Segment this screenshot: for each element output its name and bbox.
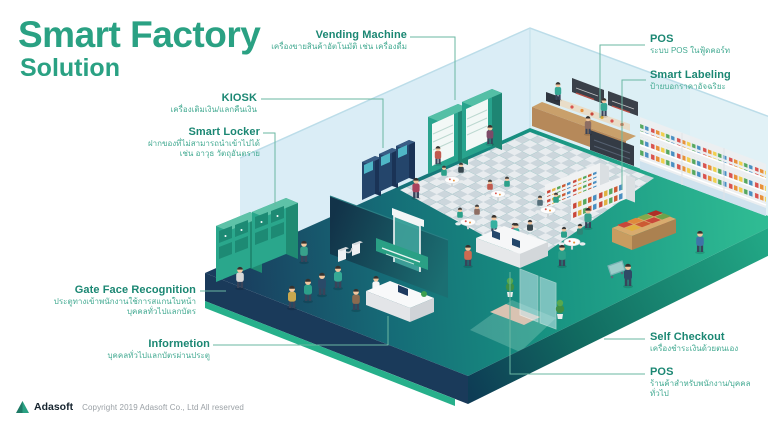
leader-pos-foodcourt [599,44,645,118]
slab-green-bevel [205,301,455,406]
callout-sub: เครื่องเติมเงิน/แลกคืนเงิน [170,105,257,115]
adasoft-logo-icon [16,401,29,413]
callout-heading: Vending Machine [315,29,407,41]
leader-informetion [213,316,389,346]
info-desk [351,238,434,322]
callout-informetion: Informetion บุคคลทั่วไปแลกบัตรผ่านประตู [107,338,210,361]
callout-sub: ประตูทางเข้าพนักงานใช้การสแกนใบหน้า [53,297,196,307]
callout-sub: ป้ายบอกราคาอัจฉริยะ [650,82,726,92]
leader-vending-machine [410,36,456,100]
callout-heading: POS [650,366,674,378]
smart-lockers [216,198,309,291]
turnstile-gate [287,241,363,311]
info-sign [376,238,428,270]
kiosk-machines [362,140,415,200]
title-main: Smart Factory [18,14,261,55]
produce-bins [607,210,676,289]
callout-sub: ร้านค้าสำหรับพนักงาน/บุคคลทั่วไป [650,379,751,398]
callout-heading: Gate Face Recognition [74,284,196,296]
glass-door [490,268,565,330]
checker-floor [400,132,654,262]
leader-kiosk [261,98,384,148]
callout-pos-foodcourt: POS ระบบ POS ในฟู้ดคอร์ท [650,33,730,56]
callout-heading: KIOSK [221,92,257,104]
callout-smart-labeling: Smart Labeling ป้ายบอกราคาอัจฉริยะ [650,69,731,92]
callout-heading: Smart Labeling [650,69,731,81]
checkout-counter [463,215,567,269]
callout-sub: เครื่องชำระเงินด้วยตนเอง [650,344,739,354]
callout-sub: เครื่องขายสินค้าอัตโนมัติ เช่น เครื่องดื… [271,42,407,52]
menu-boards [572,78,638,116]
callout-pos-shop: POS ร้านค้าสำหรับพนักงาน/บุคคลทั่วไป [650,366,768,398]
mart-shelves [639,117,767,216]
callout-sub: บุคคลทั่วไปแลกบัตรผ่านประตู [107,351,210,361]
slab-left-face [205,273,468,404]
food-counter [532,78,638,166]
callout-heading: Self Checkout [650,331,725,343]
leader-smart-labeling [621,79,646,190]
callout-smart-locker: Smart Locker ฝากของที่ไม่สามารถนำเข้าไปไ… [148,126,260,158]
callout-self-checkout: Self Checkout เครื่องชำระเงินด้วยตนเอง [650,331,738,354]
leader-lines [200,36,646,375]
callout-sub: ระบบ POS ในฟู้ดคอร์ท [650,46,731,56]
callout-kiosk: KIOSK เครื่องเติมเงิน/แลกคืนเงิน [171,92,257,115]
leader-pos-shop [509,272,645,375]
callout-sub: ฝากของที่ไม่สามารถนำเข้าไปได้ [147,139,260,149]
callout-heading: Informetion [148,338,210,350]
callout-vending-machine: Vending Machine เครื่องขายสินค้าอัตโนมัต… [271,29,407,52]
slab-right-face [468,227,768,404]
vending-machines [428,89,502,174]
leader-smart-locker [263,132,276,206]
callout-heading: POS [650,33,674,45]
shopping-cart [607,260,626,279]
callout-sub: บุคคลทั่วไปแลกบัตร [126,306,196,316]
footer-copyright: Copyright 2019 Adasoft Co., Ltd All rese… [82,402,244,412]
page-title: Smart Factory Solution [18,14,261,82]
gondola-shelves [545,163,705,255]
footer: Adasoft Copyright 2019 Adasoft Co., Ltd … [16,401,244,413]
hot-food-station [590,130,634,166]
callout-sub: เช่น อาวุธ วัตถุอันตราย [179,148,260,158]
callout-gate-face-recognition: Gate Face Recognition ประตูทางเข้าพนักงา… [54,284,196,316]
callout-heading: Smart Locker [188,126,260,138]
title-sub: Solution [20,54,120,82]
footer-brand: Adasoft [34,401,74,413]
